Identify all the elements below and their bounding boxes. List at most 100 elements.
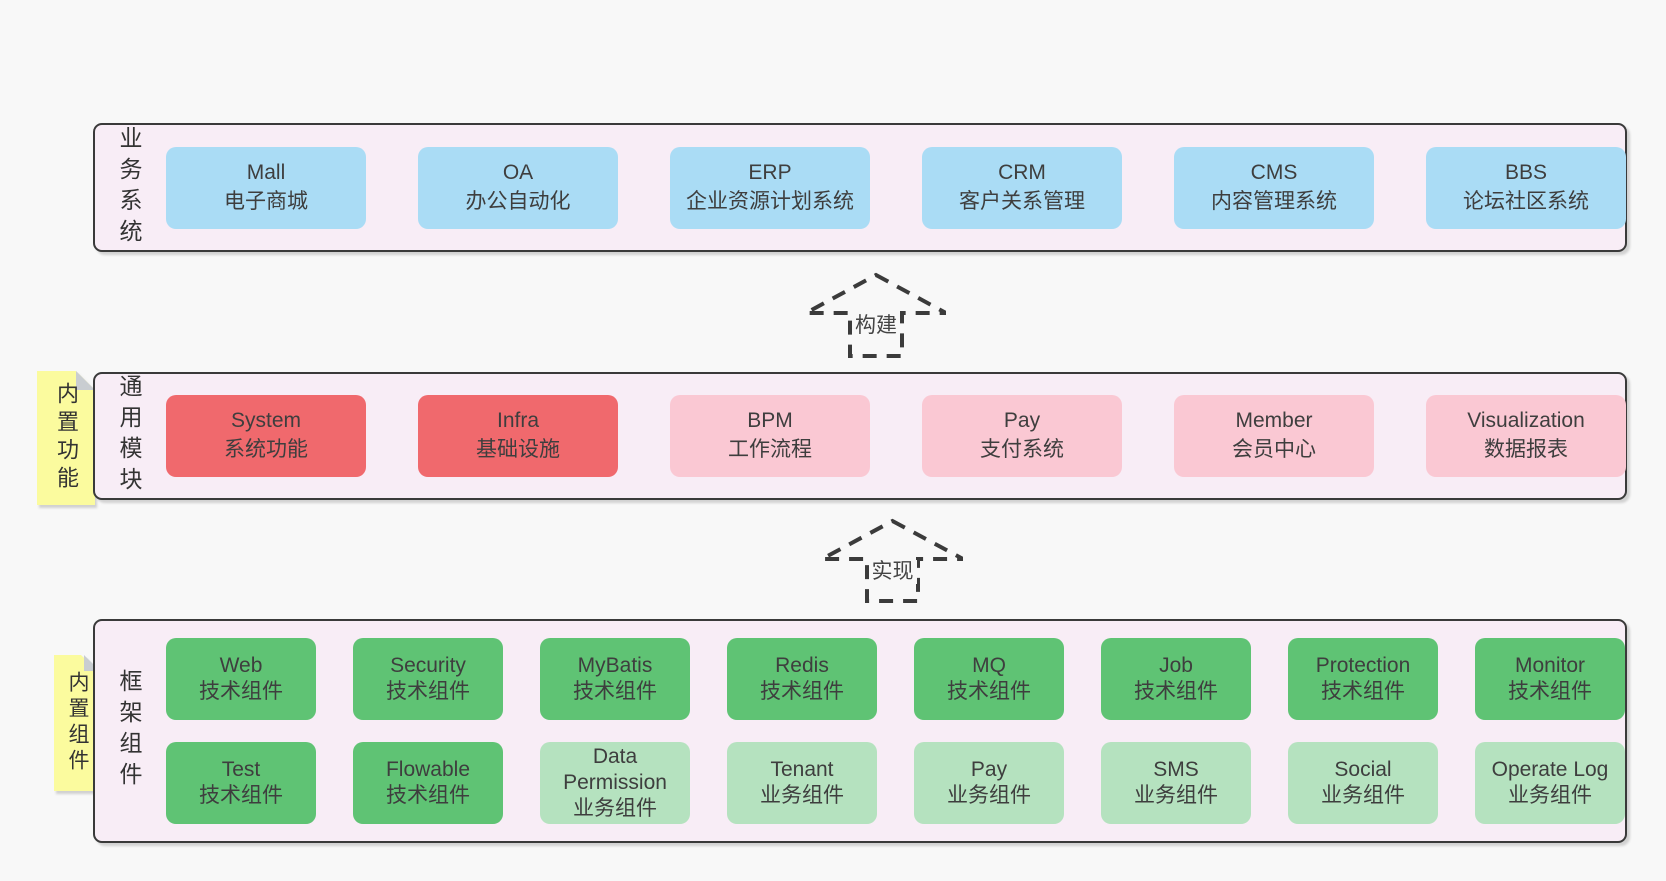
box-desc: 技术组件 — [199, 784, 283, 807]
box-title: CMS — [1250, 160, 1298, 184]
box-desc: 业务组件 — [1508, 784, 1592, 807]
box-bpm: BPM 工作流程 — [670, 395, 870, 477]
box-title: Flowable — [385, 757, 471, 781]
box-bbs: BBS 论坛社区系统 — [1426, 146, 1626, 229]
box-desc: 工作流程 — [728, 438, 812, 461]
box-desc: 业务组件 — [947, 784, 1031, 807]
box-title: Mall — [246, 160, 286, 184]
band-business-systems: 业务系统 Mall 电子商城 OA 办公自动化 ERP 企业资源计划系统 CRM… — [93, 123, 1627, 252]
box-crm: CRM 客户关系管理 — [922, 146, 1122, 229]
box-desc: 技术组件 — [947, 680, 1031, 703]
arrow-label: 构建 — [852, 314, 900, 339]
band-box-grid: Web 技术组件 Security 技术组件 MyBatis 技术组件 Redi… — [166, 638, 1625, 824]
box-title: System — [230, 409, 301, 433]
box-title: Protection — [1315, 653, 1411, 677]
box-tenant: Tenant 业务组件 — [727, 742, 877, 824]
band-common-modules: 通用模块 System 系统功能 Infra 基础设施 BPM 工作流程 Pay… — [93, 372, 1627, 500]
band-framework-components: 框架组件 Web 技术组件 Security 技术组件 MyBatis 技术组件… — [93, 619, 1627, 843]
box-desc: 会员中心 — [1232, 438, 1316, 461]
box-title: ERP — [748, 160, 792, 184]
box-title: CRM — [998, 160, 1046, 184]
box-desc: 技术组件 — [573, 680, 657, 703]
box-title: Job — [1159, 653, 1193, 677]
arrow-implement: 实现 — [822, 518, 963, 604]
box-sms: SMS 业务组件 — [1101, 742, 1251, 824]
box-erp: ERP 企业资源计划系统 — [670, 146, 870, 229]
box-desc: 技术组件 — [760, 680, 844, 703]
box-member: Member 会员中心 — [1174, 395, 1374, 477]
box-desc: 技术组件 — [199, 680, 283, 703]
box-desc: 基础设施 — [476, 438, 560, 461]
band-label: 框架组件 — [116, 669, 142, 793]
box-security: Security 技术组件 — [353, 638, 503, 720]
note-paper — [37, 371, 95, 505]
box-operate-log: Operate Log 业务组件 — [1475, 742, 1625, 824]
box-visualization: Visualization 数据报表 — [1426, 395, 1626, 477]
note-paper — [54, 655, 100, 791]
up-block-arrow-icon — [806, 272, 946, 358]
box-redis: Redis 技术组件 — [727, 638, 877, 720]
box-title: Pay — [970, 757, 1008, 781]
note-builtin-features: 内置功能 — [37, 371, 95, 505]
box-monitor: Monitor 技术组件 — [1475, 638, 1625, 720]
box-desc: 业务组件 — [1321, 784, 1405, 807]
box-title: Visualization — [1467, 409, 1585, 433]
box-mall: Mall 电子商城 — [166, 146, 366, 229]
box-title: Infra — [496, 409, 540, 433]
box-desc: 业务组件 — [760, 784, 844, 807]
component-row-1: Web 技术组件 Security 技术组件 MyBatis 技术组件 Redi… — [166, 638, 1625, 720]
band-label: 业务系统 — [116, 125, 142, 250]
arrow-label: 实现 — [868, 560, 917, 585]
box-pay-biz: Pay 业务组件 — [914, 742, 1064, 824]
box-desc: 技术组件 — [386, 680, 470, 703]
box-desc: 业务组件 — [573, 797, 657, 821]
box-oa: OA 办公自动化 — [418, 146, 618, 229]
box-desc: 电子商城 — [224, 189, 308, 213]
box-desc: 内容管理系统 — [1211, 189, 1337, 213]
box-desc: 业务组件 — [1134, 784, 1218, 807]
box-title: SMS — [1153, 757, 1199, 781]
box-test: Test 技术组件 — [166, 742, 316, 824]
band-box-row: Mall 电子商城 OA 办公自动化 ERP 企业资源计划系统 CRM 客户关系… — [166, 146, 1626, 229]
box-desc: 技术组件 — [386, 784, 470, 807]
box-desc: 论坛社区系统 — [1463, 189, 1589, 213]
arrow-build: 构建 — [806, 272, 946, 359]
box-desc: 数据报表 — [1484, 438, 1568, 461]
box-title: Tenant — [770, 757, 834, 781]
box-title: Web — [219, 653, 263, 677]
box-title: Member — [1235, 409, 1313, 433]
box-desc: 系统功能 — [224, 438, 308, 461]
box-protection: Protection 技术组件 — [1288, 638, 1438, 720]
box-system: System 系统功能 — [166, 395, 366, 477]
box-desc: 办公自动化 — [465, 189, 571, 213]
box-infra: Infra 基础设施 — [418, 395, 618, 477]
box-desc: 技术组件 — [1321, 680, 1405, 703]
box-mybatis: MyBatis 技术组件 — [540, 638, 690, 720]
box-title: Pay — [1003, 409, 1041, 433]
box-pay: Pay 支付系统 — [922, 395, 1122, 477]
box-desc: 技术组件 — [1508, 680, 1592, 703]
box-title: Security — [390, 653, 466, 677]
box-desc: 客户关系管理 — [959, 189, 1085, 213]
box-title: Operate Log — [1491, 757, 1609, 781]
box-cms: CMS 内容管理系统 — [1174, 146, 1374, 229]
component-row-2: Test 技术组件 Flowable 技术组件 Data Permission … — [166, 742, 1625, 824]
box-title: BBS — [1504, 160, 1548, 184]
box-web: Web 技术组件 — [166, 638, 316, 720]
box-mq: MQ 技术组件 — [914, 638, 1064, 720]
note-builtin-components: 内置组件 — [54, 655, 100, 791]
box-title: MyBatis — [577, 653, 653, 677]
band-box-row: System 系统功能 Infra 基础设施 BPM 工作流程 Pay 支付系统… — [166, 395, 1626, 477]
note-label: 内置功能 — [54, 382, 79, 494]
box-title: Test — [221, 757, 261, 781]
box-title: Data Permission — [563, 744, 667, 794]
box-desc: 企业资源计划系统 — [686, 189, 854, 213]
box-desc: 技术组件 — [1134, 680, 1218, 703]
box-title: Social — [1334, 757, 1392, 781]
box-title: BPM — [747, 409, 793, 433]
box-job: Job 技术组件 — [1101, 638, 1251, 720]
box-data-permission: Data Permission 业务组件 — [540, 742, 690, 824]
note-label: 内置组件 — [66, 671, 89, 775]
up-block-arrow-icon — [822, 518, 963, 603]
